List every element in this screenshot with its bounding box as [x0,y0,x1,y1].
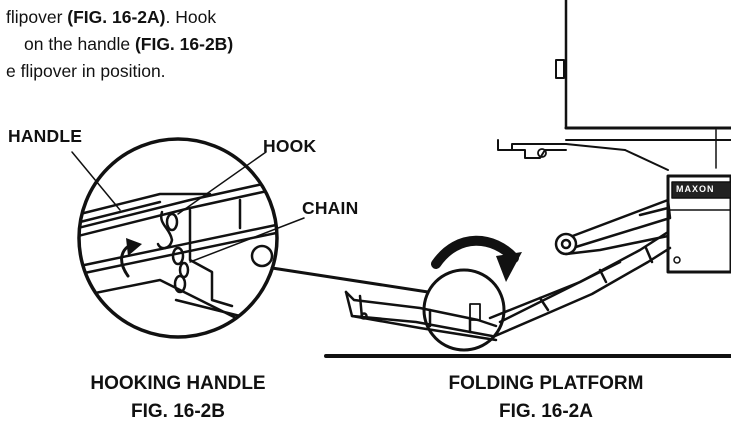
truck-body [497,0,731,171]
rotation-arrow-right [431,235,522,282]
label-hook: HOOK [263,136,317,156]
leader-line-hook [177,151,267,215]
caption-folding-platform: FOLDING PLATFORM FIG. 16-2A [396,370,696,426]
caption-right-title: FOLDING PLATFORM [448,373,644,394]
leader-line-handle [71,151,121,211]
leader-line-chain [189,217,305,263]
detail-view-enlarged [77,137,279,339]
caption-right-fig: FIG. 16-2A [499,401,593,422]
figure-ref-16-2a: (FIG. 16-2A) [67,7,166,27]
instruction-line-1: flipover (FIG. 16-2A). Hook [0,4,360,31]
caption-left-title: HOOKING HANDLE [90,373,266,394]
folding-platform [344,230,672,342]
detail-circle-small [422,268,506,352]
lift-housing [666,174,731,274]
figure-ref-16-2b: (FIG. 16-2B) [134,34,234,54]
label-handle: HANDLE [8,126,83,146]
brand-plate-text: MAXON [676,184,715,194]
connector-line [270,266,430,294]
instruction-text-1a: flipover [6,7,68,27]
instruction-text-1c: . Hook [165,7,217,27]
label-chain: CHAIN [302,198,359,218]
lift-arms [554,198,672,256]
instruction-text: flipover (FIG. 16-2A). Hook on the handl… [0,4,360,85]
instruction-text-2a: on the handle [24,34,135,54]
caption-left-fig: FIG. 16-2B [131,401,225,422]
caption-hooking-handle: HOOKING HANDLE FIG. 16-2B [38,370,318,426]
instruction-line-2: on the handle (FIG. 16-2B) [0,31,360,58]
instruction-line-3: e flipover in position. [6,61,166,81]
